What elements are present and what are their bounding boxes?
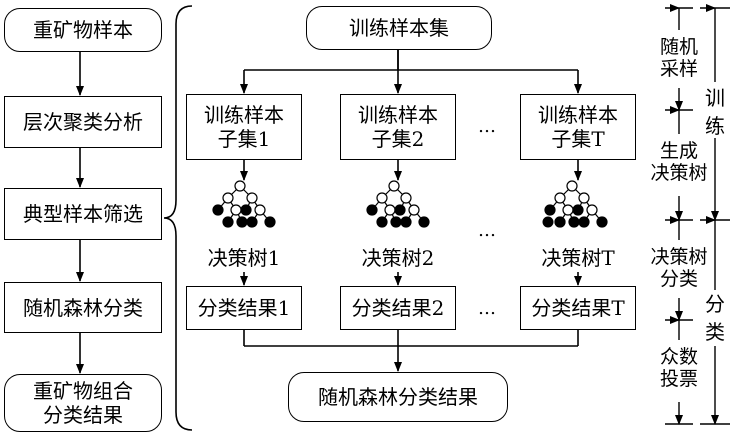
random-sampling-label: 随机 采样	[659, 36, 698, 80]
tree-leaf-node	[544, 204, 556, 216]
tree-leaf-node	[390, 216, 402, 228]
tree-leaf-node	[554, 216, 566, 228]
decision-tree-icons	[212, 180, 608, 228]
decision-tree-2-label: 决策树2	[361, 246, 435, 270]
tree-split-node	[254, 204, 266, 216]
hierarchical-clustering-box: 层次聚类分析	[4, 96, 162, 148]
tree-leaf-node	[596, 216, 608, 228]
tree-leaf-node	[264, 216, 276, 228]
decision-tree-t-label: 决策树T	[541, 246, 615, 270]
tree-to-result-arrows	[240, 272, 582, 286]
tree-split-node	[586, 204, 598, 216]
tree-leaf-node	[578, 216, 590, 228]
tree-split-node	[578, 192, 590, 204]
generate-tree-label: 生成 决策树	[650, 140, 708, 184]
dimension-lines	[665, 4, 730, 425]
training-subset-1-box: 训练样本 子集1	[186, 94, 302, 160]
result-t-box: 分类结果T	[520, 286, 636, 330]
tree-split-node	[376, 192, 388, 204]
tree-split-node	[400, 192, 412, 204]
training-sample-set-box: 训练样本集	[306, 6, 492, 50]
decision-tree-1-label: 决策树1	[207, 246, 281, 270]
tree-split-node	[388, 180, 400, 192]
tree-split-node	[562, 204, 574, 216]
training-subset-2-box: 训练样本 子集2	[340, 94, 456, 160]
tree-leaf-node	[394, 204, 406, 216]
tree-leaf-node	[568, 216, 580, 228]
tree-leaf-node	[572, 204, 584, 216]
subset-ellipsis: …	[478, 116, 497, 137]
tree-split-node	[246, 192, 258, 204]
tree-split-node	[222, 192, 234, 204]
result-1-box: 分类结果1	[186, 286, 302, 330]
tree-leaf-node	[400, 216, 412, 228]
tree-leaf-node	[542, 216, 554, 228]
result-2-box: 分类结果2	[340, 286, 456, 330]
distribution-arrows	[240, 50, 582, 94]
tree-leaf-node	[222, 216, 234, 228]
tree-classify-label: 决策树 分类	[650, 246, 708, 290]
merge-arrows	[243, 330, 579, 372]
tree-ellipsis: …	[478, 220, 497, 241]
tree-split-node	[234, 180, 246, 192]
train-label: 训 练	[705, 86, 725, 138]
tree-leaf-node	[366, 204, 378, 216]
tree-leaf-node	[212, 204, 224, 216]
tree-split-node	[566, 180, 578, 192]
curly-brace	[163, 5, 193, 431]
random-forest-classification-box: 随机森林分类	[4, 282, 162, 333]
tree-split-node	[384, 204, 396, 216]
mineral-combination-result-box: 重矿物组合 分类结果	[4, 374, 162, 432]
subset-to-tree-arrows	[240, 160, 582, 181]
tree-leaf-node	[240, 204, 252, 216]
heavy-mineral-samples-box: 重矿物样本	[4, 8, 162, 52]
tree-leaf-node	[376, 216, 388, 228]
typical-sample-screening-box: 典型样本筛选	[4, 188, 162, 240]
random-forest-result-box: 随机森林分类结果	[288, 372, 508, 422]
majority-vote-label: 众数 投票	[659, 346, 698, 390]
result-ellipsis: …	[478, 298, 497, 319]
classify-label: 分 类	[705, 292, 725, 344]
training-subset-t-box: 训练样本 子集T	[520, 94, 636, 160]
tree-split-node	[554, 192, 566, 204]
tree-leaf-node	[246, 216, 258, 228]
tree-leaf-node	[236, 216, 248, 228]
tree-leaf-node	[418, 216, 430, 228]
tree-split-node	[230, 204, 242, 216]
tree-split-node	[408, 204, 420, 216]
